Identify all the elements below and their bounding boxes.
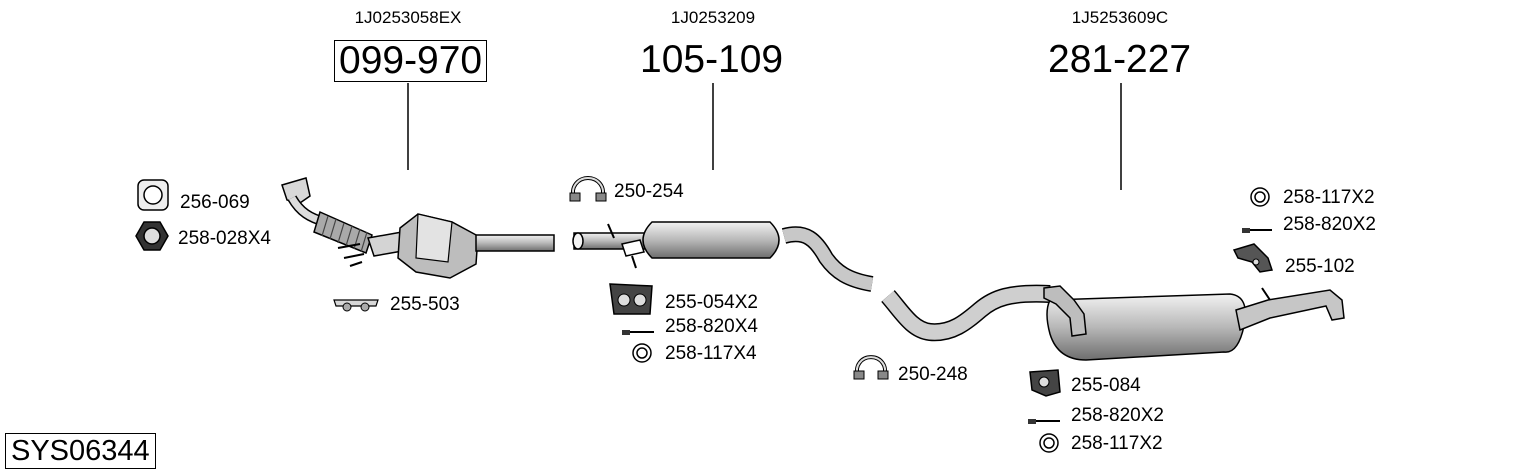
clamp-250254-icon — [569, 176, 607, 202]
label-255-054x2[interactable]: 255-054X2 — [665, 292, 758, 313]
middle-hanger-bracket — [621, 239, 645, 257]
catalytic-converter-099-970 — [281, 177, 555, 279]
rubber-mount-255054-icon — [609, 283, 653, 315]
label-255-102[interactable]: 255-102 — [1285, 256, 1355, 277]
converter-heatshield — [415, 213, 453, 263]
middle-muffler-105-109 — [572, 221, 874, 292]
system-code: SYS06344 — [5, 433, 156, 469]
oem-number-3: 1J5253609C — [1071, 8, 1169, 27]
part-number-281-227[interactable]: 281-227 — [1048, 38, 1192, 81]
nut-258028-icon — [135, 221, 169, 251]
gasket-256069-icon — [137, 179, 169, 211]
converter-outlet-pipe — [475, 234, 555, 252]
rear-muffler-bracket — [1043, 285, 1087, 337]
flex-pipe — [313, 210, 373, 254]
front-flange — [281, 177, 311, 204]
label-255-084[interactable]: 255-084 — [1071, 375, 1141, 396]
label-256-069[interactable]: 256-069 — [180, 192, 250, 213]
label-258-117x4[interactable]: 258-117X4 — [665, 343, 757, 364]
label-258-820x2-upper[interactable]: 258-820X2 — [1283, 214, 1376, 235]
part-number-099-970[interactable]: 099-970 — [334, 40, 488, 82]
label-258-028x4[interactable]: 258-028X4 — [178, 228, 271, 249]
oem-number-1: 1J0253058EX — [354, 8, 462, 27]
label-258-820x4[interactable]: 258-820X4 — [665, 316, 758, 337]
bolt-258820-b-icon — [1028, 419, 1060, 424]
rubber-mount-255084-icon — [1029, 369, 1061, 397]
middle-muffler-body — [642, 221, 780, 259]
label-258-117x2-upper[interactable]: 258-117X2 — [1283, 187, 1375, 208]
clamp-250248-icon — [853, 355, 889, 380]
bracket-255102-icon — [1232, 243, 1273, 273]
part-number-105-109[interactable]: 105-109 — [640, 38, 784, 81]
washer-258117-a-icon — [632, 343, 652, 363]
label-250-254[interactable]: 250-254 — [614, 181, 684, 202]
bolt-258820-c-icon — [1242, 228, 1272, 233]
washer-258117-c-icon — [1250, 187, 1270, 207]
rear-muffler-281-227 — [881, 284, 1345, 361]
bolt-258820-a-icon — [622, 330, 654, 335]
tailpipe — [1235, 289, 1345, 332]
hanger-255503-icon — [333, 299, 379, 312]
label-250-248[interactable]: 250-248 — [898, 364, 968, 385]
washer-258117-b-icon — [1039, 433, 1059, 453]
oem-number-2: 1J0253209 — [670, 8, 756, 27]
label-258-117x2-lower[interactable]: 258-117X2 — [1071, 433, 1163, 454]
label-255-503[interactable]: 255-503 — [390, 294, 460, 315]
label-258-820x2-lower[interactable]: 258-820X2 — [1071, 405, 1164, 426]
leader-lines — [407, 83, 1122, 190]
